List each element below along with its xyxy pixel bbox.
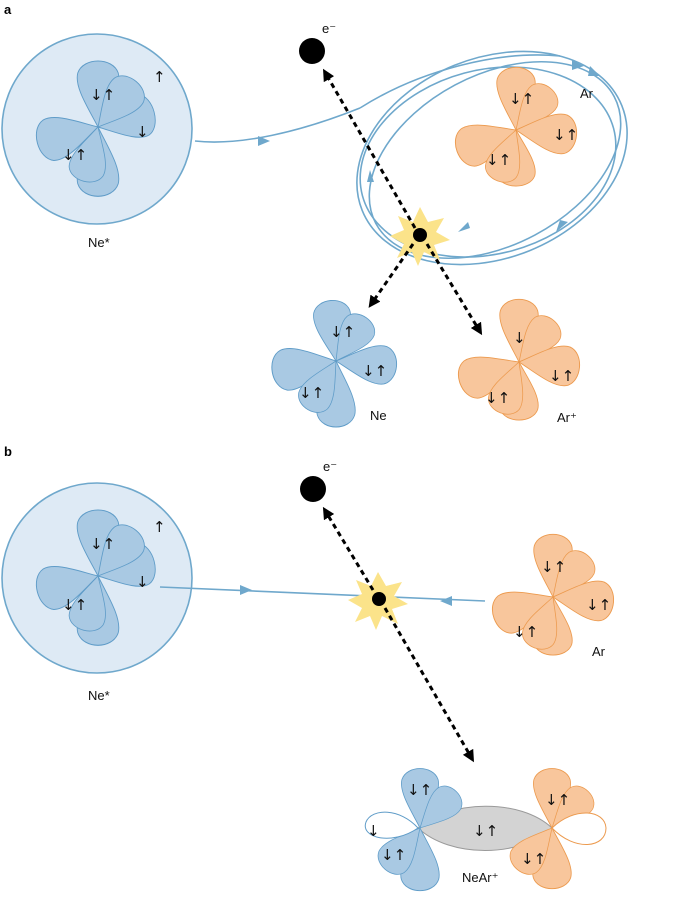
neon-outgoing-arrow [368, 243, 415, 308]
collision-flash-a [390, 207, 450, 266]
trajectory-arrowhead [258, 136, 270, 146]
spin-pair: ↓↑ [513, 623, 538, 641]
neon-product-label: Ne [370, 408, 387, 423]
argon-ion-atom: ↓ ↓↑ ↓↑ [452, 298, 582, 421]
orbit-paths [356, 50, 628, 266]
spin-up: ↑ [153, 68, 166, 86]
argon-ion-label: Ar⁺ [557, 410, 577, 425]
panel-b-label: b [4, 444, 12, 459]
spin-pair: ↓↑ [549, 367, 574, 385]
argon-atom-b: ↓↑ ↓↑ ↓↑ [486, 533, 616, 656]
excited-neon-label-b: Ne* [88, 688, 110, 703]
spin-pair: ↓↑ [381, 846, 406, 864]
spin-down: ↓ [367, 822, 380, 840]
spin-pair: ↓↑ [330, 323, 355, 341]
spin-pair: ↓↑ [90, 535, 115, 553]
spin-pair: ↓↑ [407, 781, 432, 799]
excited-neon-atom-b: ↓↑ ↑ ↓ ↓↑ [1, 482, 193, 674]
spin-pair: ↓↑ [299, 384, 324, 402]
spin-pair: ↓↑ [90, 86, 115, 104]
electron-a [299, 38, 325, 64]
approach-trajectory-a [194, 107, 361, 143]
spin-pair: ↓↑ [362, 362, 387, 380]
electron-label-a: e⁻ [322, 21, 336, 36]
spin-pair: ↓↑ [553, 126, 578, 144]
molecular-ion-outgoing-arrow [383, 607, 474, 763]
collision-flash-b [348, 572, 408, 630]
electron-b [300, 476, 326, 502]
spin-pair: ↓↑ [62, 146, 87, 164]
argon-atom-a: ↓↑ ↓↑ ↓↑ [449, 66, 579, 188]
neon-product-atom: ↓↑ ↓↑ ↓↑ [268, 298, 399, 428]
spin-pair: ↓↑ [62, 596, 87, 614]
argon-label-b: Ar [592, 644, 606, 659]
trajectory-arrowhead [240, 585, 252, 595]
trajectory-arrowhead [440, 596, 452, 606]
panel-a-label: a [4, 2, 12, 17]
spin-down: ↓ [513, 329, 526, 347]
electron-ejection-arrow-b [322, 506, 375, 591]
collision-trajectory-b [159, 586, 486, 602]
excited-neon-atom-a: ↓↑ ↑ ↓ ↓↑ [1, 33, 193, 225]
spin-pair: ↓↑ [485, 389, 510, 407]
spin-down: ↓ [136, 123, 149, 141]
spin-pair: ↓↑ [521, 850, 546, 868]
spin-pair: ↓↑ [541, 558, 566, 576]
spin-pair: ↓↑ [473, 822, 498, 840]
spin-pair: ↓↑ [586, 596, 611, 614]
electron-label-b: e⁻ [323, 459, 337, 474]
argon-ion-outgoing-arrow [425, 243, 483, 336]
spin-up: ↑ [153, 518, 166, 536]
spin-down: ↓ [136, 573, 149, 591]
excited-neon-label-a: Ne* [88, 235, 110, 250]
molecular-ion-label: NeAr⁺ [462, 870, 498, 885]
argon-label-a: Ar [580, 86, 594, 101]
spin-pair: ↓↑ [509, 90, 534, 108]
near-molecular-ion: ↓↑ ↓ ↓↑ ↓↑ ↓↑ ↓↑ [364, 768, 607, 892]
electron-ejection-arrow-a [322, 68, 417, 229]
spin-pair: ↓↑ [545, 791, 570, 809]
spin-pair: ↓↑ [486, 151, 511, 169]
